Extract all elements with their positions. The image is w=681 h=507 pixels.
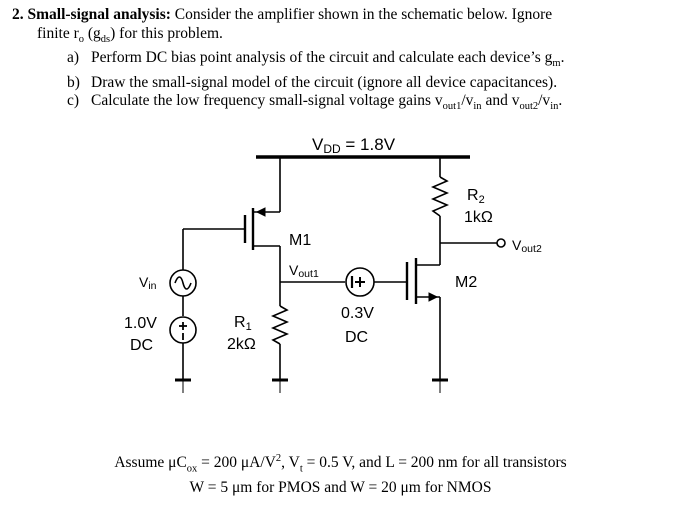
part-tag: b) — [67, 73, 80, 91]
problem-text: 2. Small-signal analysis: Consider the a… — [12, 6, 672, 117]
intro-text-a: finite r — [37, 24, 79, 42]
intro-sub-o: o — [78, 33, 84, 45]
r2-label: R2 — [467, 187, 485, 206]
part-text: Draw the small-signal model of the circu… — [91, 73, 558, 91]
r2-value: 1kΩ — [464, 209, 493, 226]
intro-text-b: (g — [84, 24, 101, 42]
problem-parts: a) Perform DC bias point analysis of the … — [12, 49, 672, 117]
shift-source — [345, 267, 407, 297]
part-mid: and v — [481, 92, 520, 110]
part-sub: in — [473, 101, 482, 113]
m1-label: M1 — [289, 232, 311, 249]
assume-text-c: , V — [281, 454, 300, 472]
r1-label: R1 — [234, 314, 252, 333]
r2-resistor — [430, 157, 450, 265]
part-tail: . — [560, 49, 565, 67]
m2-label: M2 — [455, 274, 477, 291]
shift-value: 0.3V — [341, 305, 374, 322]
part-sub: m — [552, 58, 561, 70]
m2-transistor — [405, 258, 448, 393]
assume-sub-t: t — [299, 463, 303, 475]
problem-header: 2. Small-signal analysis: Consider the a… — [12, 6, 672, 25]
assumptions-line1: Assume μCox = 200 μA/V2, Vt = 0.5 V, and… — [0, 449, 681, 478]
problem-intro-line1: Consider the amplifier shown in the sche… — [174, 6, 553, 23]
part-end: . — [558, 92, 563, 110]
part-tail: /v — [461, 92, 474, 110]
vdd-label: VDD = 1.8V — [312, 135, 396, 156]
vout1-label: Vout1 — [289, 262, 319, 280]
problem-intro-line2: finite ro (gds) for this problem. — [12, 25, 672, 50]
dc-source-value: 1.0V — [124, 315, 157, 332]
part-b: b) Draw the small-signal model of the cir… — [67, 74, 672, 93]
assume-sup-2: 2 — [275, 453, 282, 464]
problem-title: Small-signal analysis: — [27, 6, 171, 23]
dc-source-1v — [169, 316, 197, 393]
part-text: Calculate the low frequency small-signal… — [91, 92, 443, 110]
dc-source-unit: DC — [130, 337, 153, 354]
part-c: c) Calculate the low frequency small-sign… — [67, 92, 672, 117]
part-tail: /v — [538, 92, 551, 110]
assume-text-a: Assume μC — [114, 454, 187, 472]
vin-source — [169, 229, 197, 316]
part-sub: out2 — [519, 101, 539, 113]
vout2-label: Vout2 — [512, 237, 542, 255]
r1-value: 2kΩ — [227, 336, 256, 353]
problem-number: 2. — [12, 6, 24, 23]
assume-sub-ox: ox — [186, 463, 198, 475]
vin-label: Vin — [139, 274, 157, 292]
intro-sub-ds: ds — [100, 33, 111, 45]
assumptions-text: Assume μCox = 200 μA/V2, Vt = 0.5 V, and… — [0, 449, 681, 497]
m1-transistor — [183, 157, 281, 282]
assume-text-b: = 200 μA/V — [197, 454, 276, 472]
part-tag: a) — [67, 49, 80, 67]
part-sub: in — [550, 101, 559, 113]
part-tag: c) — [67, 92, 80, 110]
r1-resistor — [270, 281, 345, 393]
part-a: a) Perform DC bias point analysis of the … — [67, 49, 672, 74]
intro-text-c: ) for this problem. — [110, 24, 223, 42]
vout2-node — [440, 238, 506, 248]
assumptions-line2: W = 5 μm for PMOS and W = 20 μm for NMOS — [189, 479, 492, 497]
assume-text-d: = 0.5 V, and L = 200 nm for all transist… — [302, 454, 567, 472]
part-sub: out1 — [442, 101, 462, 113]
shift-unit: DC — [345, 329, 368, 346]
part-text: Perform DC bias point analysis of the ci… — [91, 49, 553, 67]
